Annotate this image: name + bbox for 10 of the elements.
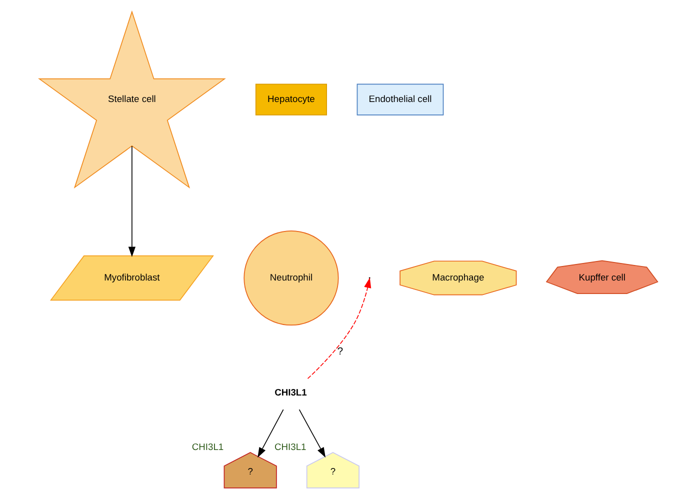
- node-text: CHI3L1: [274, 387, 306, 398]
- arrow: [257, 409, 284, 458]
- node-circle: Neutrophil: [243, 230, 338, 326]
- node-box: Endothelial cell: [356, 84, 444, 116]
- edge-label: ?: [336, 346, 343, 358]
- node-box: Hepatocyte: [254, 84, 326, 116]
- node-label: CHI3L1: [274, 442, 306, 452]
- arrow: [128, 146, 136, 257]
- arrow: [298, 409, 326, 458]
- node-label: CHI3L1: [191, 442, 224, 452]
